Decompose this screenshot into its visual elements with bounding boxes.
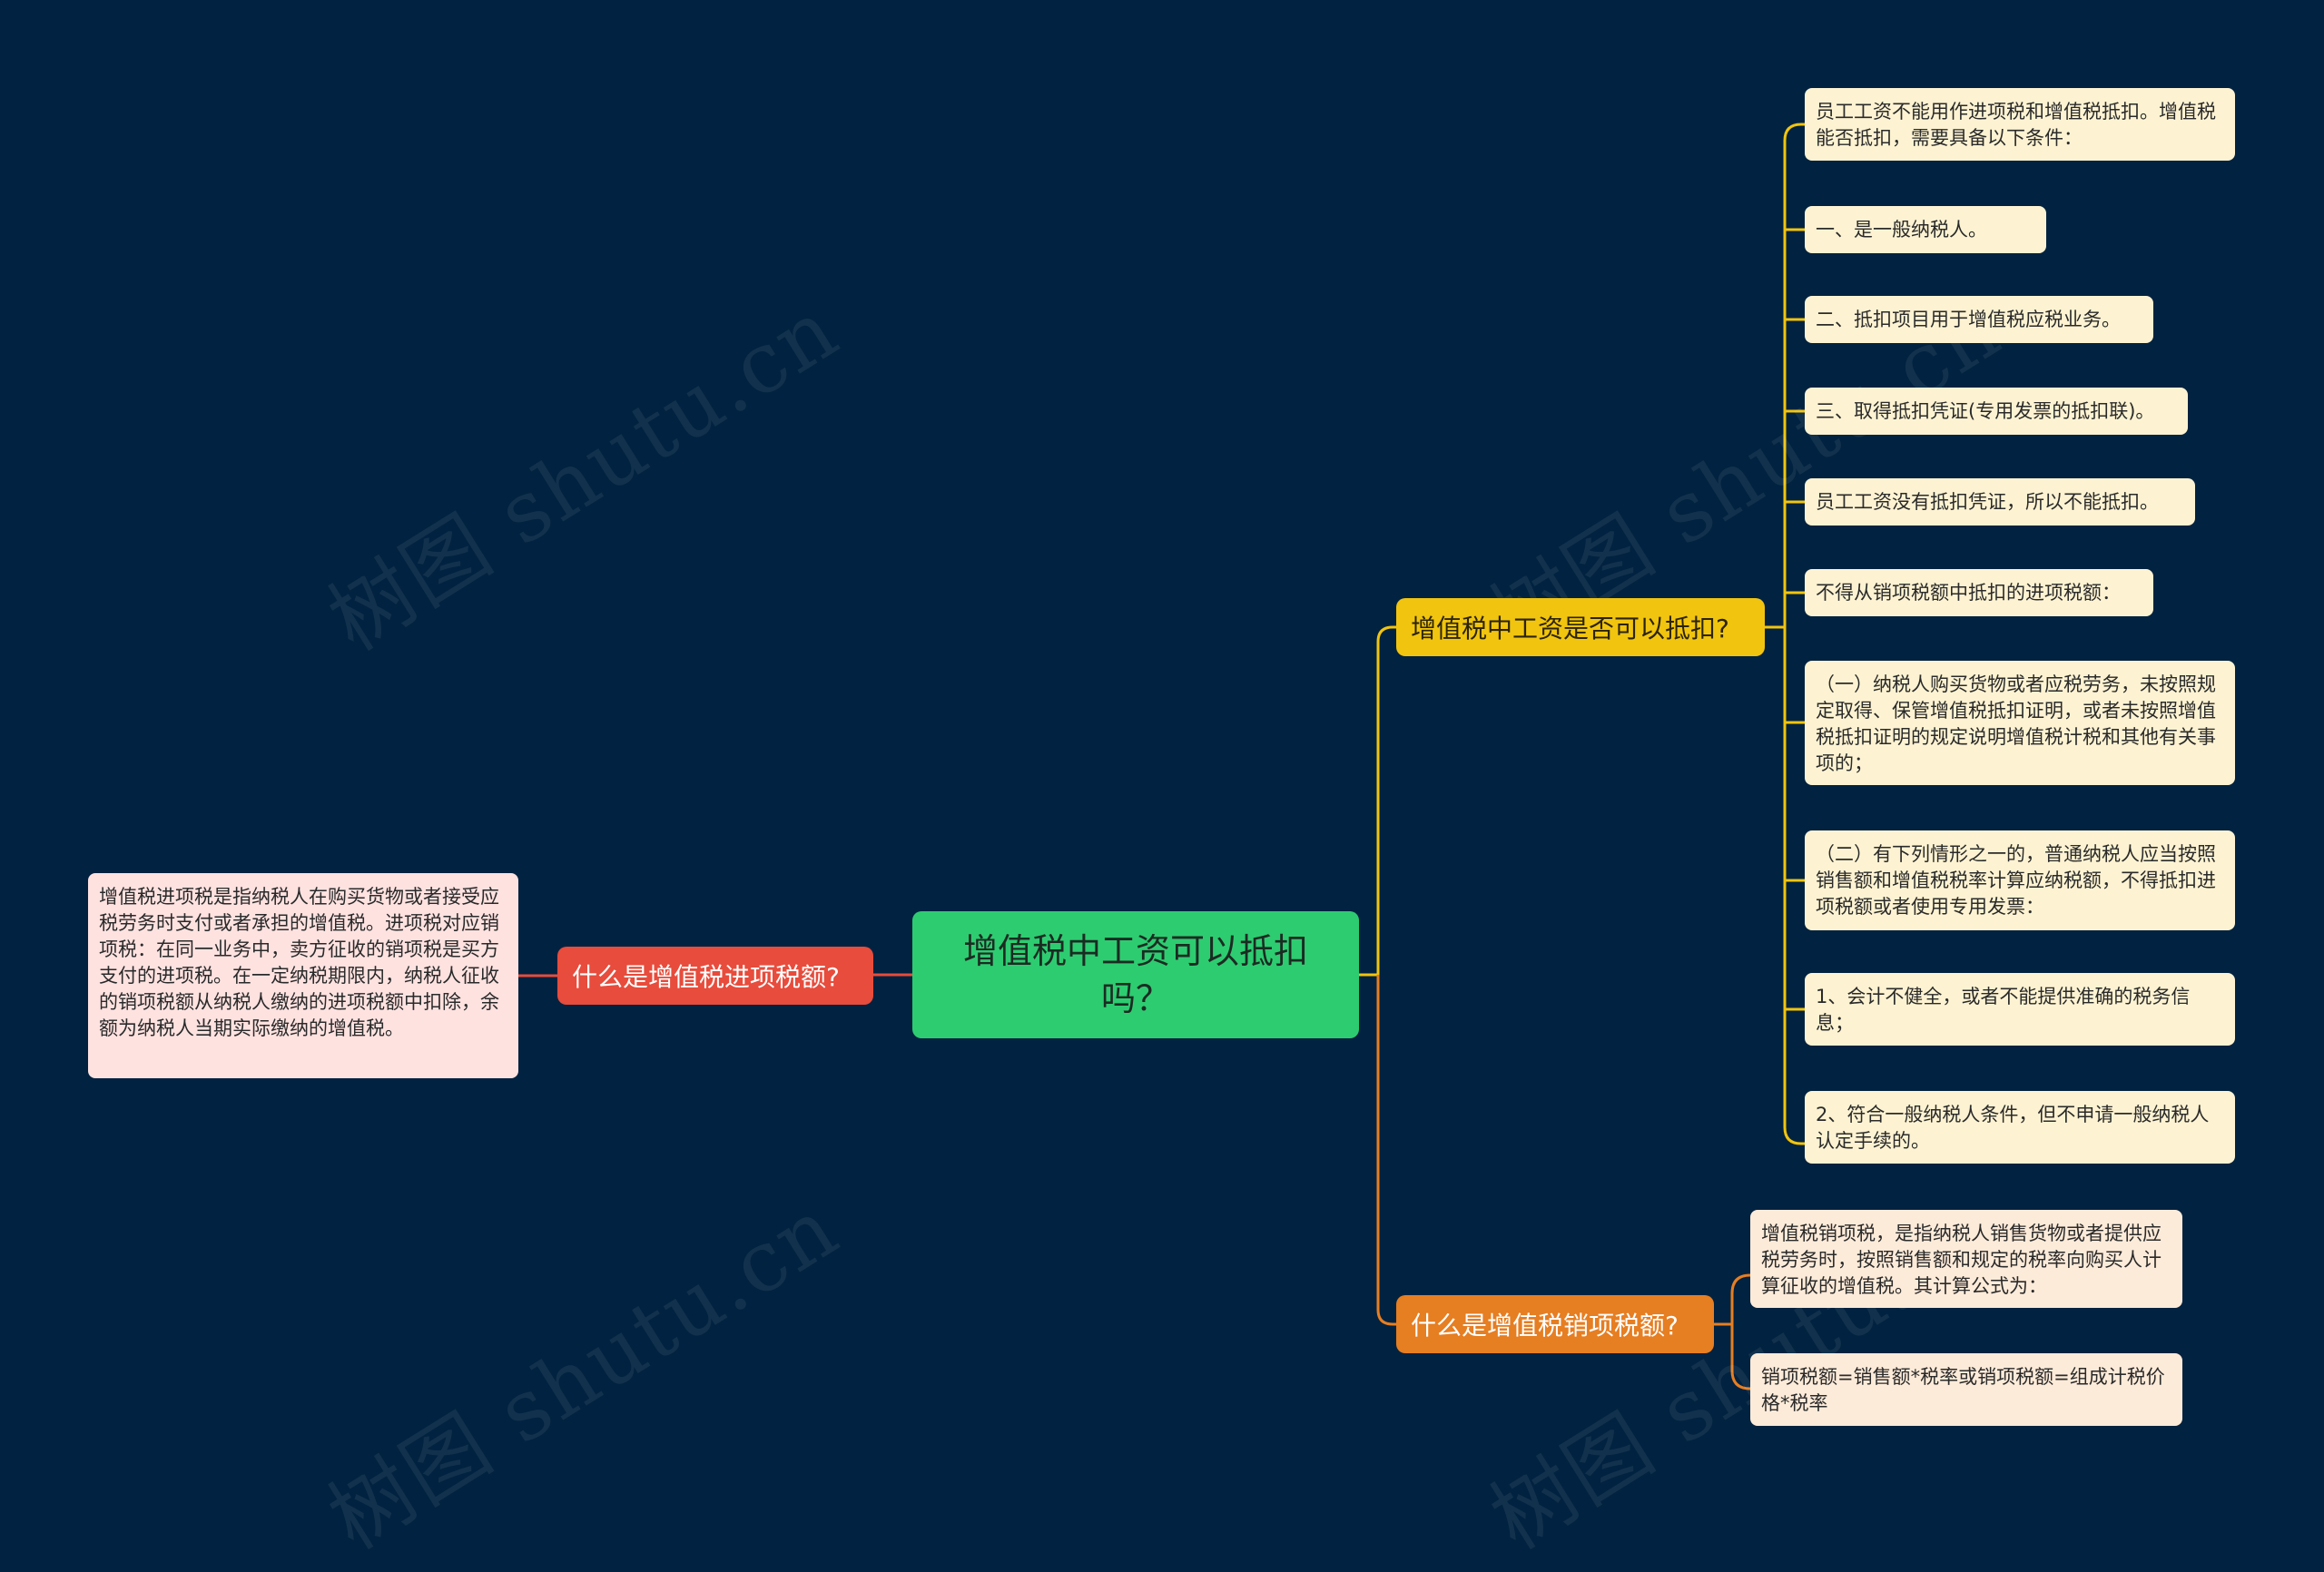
leaf-text: （一）纳税人购买货物或者应税劳务，未按照规定取得、保管增值税抵扣证明，或者未按照… [1816, 673, 2216, 774]
root-topic-text: 增值税中工资可以抵扣吗？ [962, 931, 1308, 1018]
leaf-list-item[interactable]: 二、抵扣项目用于增值税应税业务。 [1805, 296, 2153, 343]
branch-salary-deductible[interactable]: 增值税中工资是否可以抵扣? [1396, 598, 1765, 656]
leaf-text: 一、是一般纳税人。 [1816, 219, 1987, 241]
connector-trunk-yellow [1376, 625, 1396, 975]
leaf-list-item[interactable]: 1、会计不健全，或者不能提供准确的税务信息； [1805, 973, 2235, 1046]
leaf-text: 增值税销项税，是指纳税人销售货物或者提供应税劳务时，按照销售额和规定的税率向购买… [1761, 1223, 2162, 1297]
leaf-text: 二、抵扣项目用于增值税应税业务。 [1816, 309, 2121, 330]
leaf-list-item[interactable]: 不得从销项税额中抵扣的进项税额： [1805, 569, 2153, 616]
leaf-text: 销项税额=销售额*税率或销项税额=组成计税价格*税率 [1761, 1366, 2165, 1414]
leaf-text: 员工工资不能用作进项税和增值税抵扣。增值税能否抵扣，需要具备以下条件： [1816, 101, 2216, 149]
leaf-list-item[interactable]: （一）纳税人购买货物或者应税劳务，未按照规定取得、保管增值税抵扣证明，或者未按照… [1805, 661, 2235, 785]
connector-yellow-vertical [1783, 123, 1805, 1145]
branch-input-tax-label: 什么是增值税进项税额? [572, 962, 840, 992]
leaf-output-tax-definition[interactable]: 增值税销项税，是指纳税人销售货物或者提供应税劳务时，按照销售额和规定的税率向购买… [1750, 1210, 2182, 1308]
connector-orange-vertical [1730, 1273, 1751, 1390]
leaf-text: 员工工资没有抵扣凭证，所以不能抵扣。 [1816, 491, 2159, 513]
branch-output-tax[interactable]: 什么是增值税销项税额? [1396, 1295, 1714, 1353]
root-topic[interactable]: 增值税中工资可以抵扣吗？ [912, 911, 1359, 1038]
leaf-text: 三、取得抵扣凭证(专用发票的抵扣联)。 [1816, 400, 2155, 422]
leaf-list-item[interactable]: 一、是一般纳税人。 [1805, 206, 2046, 253]
leaf-list-item[interactable]: 三、取得抵扣凭证(专用发票的抵扣联)。 [1805, 388, 2188, 435]
leaf-text: 2、符合一般纳税人条件，但不申请一般纳税人认定手续的。 [1816, 1104, 2210, 1152]
branch-output-tax-label: 什么是增值税销项税额? [1411, 1311, 1679, 1341]
leaf-text: 增值税进项税是指纳税人在购买货物或者接受应税劳务时支付或者承担的增值税。进项税对… [99, 886, 499, 1039]
leaf-text: 1、会计不健全，或者不能提供准确的税务信息； [1816, 986, 2191, 1034]
connector-trunk-orange [1376, 975, 1396, 1326]
leaf-input-tax-definition[interactable]: 增值税进项税是指纳税人在购买货物或者接受应税劳务时支付或者承担的增值税。进项税对… [88, 873, 518, 1078]
connector-lines [518, 123, 1805, 1390]
branch-input-tax[interactable]: 什么是增值税进项税额? [557, 947, 873, 1005]
branch-salary-deductible-label: 增值税中工资是否可以抵扣? [1411, 614, 1729, 644]
leaf-output-tax-formula[interactable]: 销项税额=销售额*税率或销项税额=组成计税价格*税率 [1750, 1353, 2182, 1426]
leaf-text: 不得从销项税额中抵扣的进项税额： [1816, 582, 2121, 604]
leaf-text: （二）有下列情形之一的，普通纳税人应当按照销售额和增值税税率计算应纳税额，不得抵… [1816, 843, 2216, 918]
leaf-list-item[interactable]: 2、符合一般纳税人条件，但不申请一般纳税人认定手续的。 [1805, 1091, 2235, 1164]
leaf-list-item[interactable]: （二）有下列情形之一的，普通纳税人应当按照销售额和增值税税率计算应纳税额，不得抵… [1805, 830, 2235, 930]
leaf-list-item[interactable]: 员工工资不能用作进项税和增值税抵扣。增值税能否抵扣，需要具备以下条件： [1805, 88, 2235, 161]
connector-yellow-ticks [1785, 228, 1805, 1011]
leaf-list-item[interactable]: 员工工资没有抵扣凭证，所以不能抵扣。 [1805, 478, 2195, 526]
